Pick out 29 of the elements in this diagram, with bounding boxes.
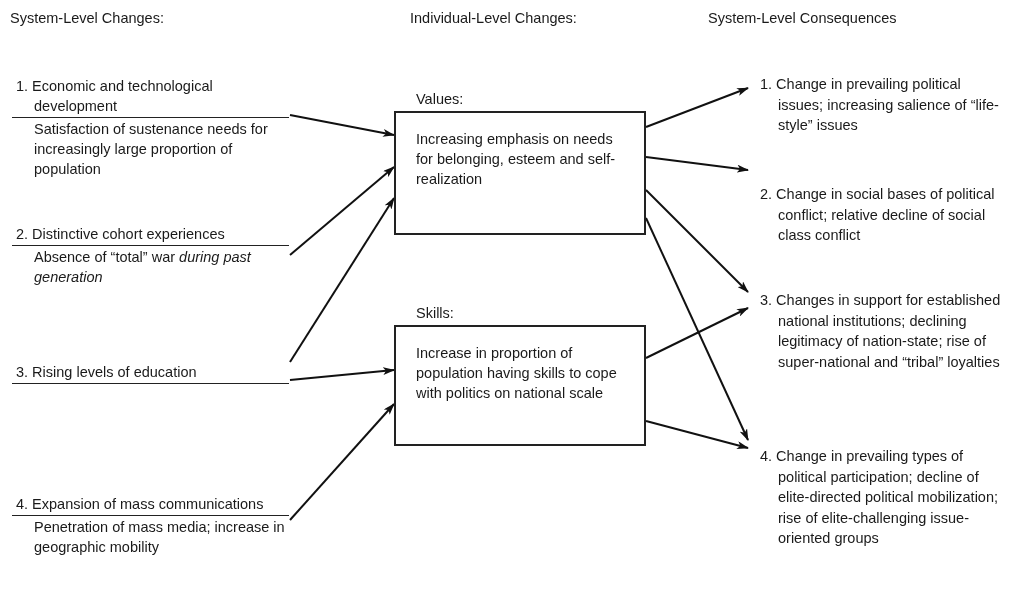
arrow [645, 307, 749, 359]
consequence-text: 2. Change in social bases of political conflict; relative decline of social class conflict [760, 185, 996, 245]
box-heading: Values: [416, 90, 464, 109]
cause-heading: 2. Distinctive cohort experiences [12, 224, 289, 246]
arrow [289, 367, 395, 381]
consequence-text: 3. Changes in support for established national institutions; declining legitimacy of nation-state; rise of super-national and “tribal” loyalties [760, 291, 1002, 372]
column-heading: Individual-Level Changes: [410, 10, 577, 26]
column-heading: System-Level Changes: [10, 10, 164, 26]
box-text: Increase in proportion of population having skills to cope with politics on national scale [416, 344, 618, 403]
consequence-text: 4. Change in prevailing types of political participation; decline of elite-directed political mobilization; rise of elite-challenging issue-oriented groups [760, 447, 1000, 548]
arrow [645, 87, 749, 128]
cause-heading: 1. Economic and technological development [12, 76, 289, 118]
cause-description: Satisfaction of sustenance needs for increasingly large proportion of population [33, 120, 269, 179]
arrow [645, 156, 749, 173]
box-heading: Skills: [416, 304, 454, 323]
cause-heading: 4. Expansion of mass communications [12, 494, 289, 516]
cause-description: Absence of “total” war during past generation [33, 248, 253, 287]
arrow [289, 166, 395, 256]
consequence-text: 1. Change in prevailing political issues; increasing salience of “life-style” issues [760, 75, 1000, 135]
cause-description: Penetration of mass media; increase in geographic mobility [33, 518, 286, 557]
column-heading: System-Level Consequences [708, 10, 897, 26]
cause-heading: 3. Rising levels of education [12, 362, 289, 384]
arrow [289, 114, 395, 137]
box-text: Increasing emphasis on needs for belonging, esteem and self-realization [416, 130, 617, 189]
arrow [645, 189, 749, 293]
arrow [289, 197, 395, 363]
arrow [289, 403, 395, 521]
arrow [645, 420, 749, 450]
arrow [645, 217, 749, 441]
